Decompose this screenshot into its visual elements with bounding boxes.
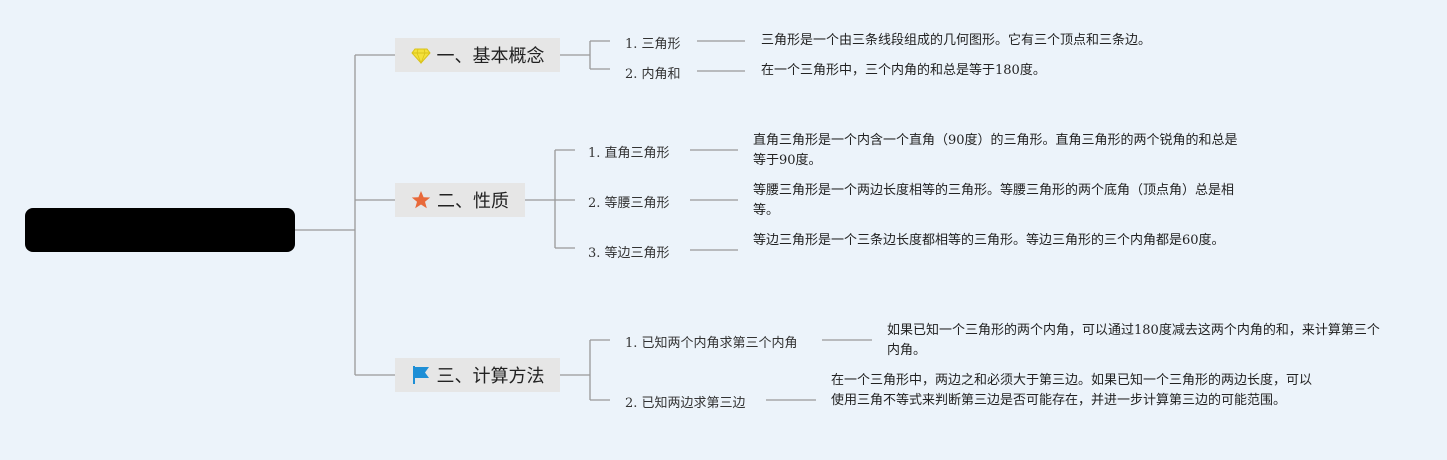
sub-topic-angle-sum[interactable]: 2. 内角和 xyxy=(625,67,681,82)
sub-topic-right-triangle[interactable]: 1. 直角三角形 xyxy=(588,146,670,161)
sub-topic-isosceles-triangle[interactable]: 2. 等腰三角形 xyxy=(588,196,670,211)
root-node[interactable] xyxy=(25,208,295,252)
gem-icon xyxy=(410,45,431,65)
branch-basic-concepts[interactable]: 一、基本概念 xyxy=(395,38,560,72)
desc-right-triangle: 直角三角形是一个内含一个直角（90度）的三角形。直角三角形的两个锐角的和总是等于… xyxy=(753,133,1238,168)
branch-label: 一、基本概念 xyxy=(436,46,545,67)
desc-isosceles-triangle: 等腰三角形是一个两边长度相等的三角形。等腰三角形的两个底角（顶点角）总是相等。 xyxy=(753,183,1235,218)
desc-equilateral-triangle: 等边三角形是一个三条边长度都相等的三角形。等边三角形的三个内角都是60度。 xyxy=(753,233,1225,248)
branch-properties[interactable]: 二、性质 xyxy=(395,183,525,217)
sub-topic-third-angle[interactable]: 1. 已知两个内角求第三个内角 xyxy=(625,336,798,351)
desc-triangle: 三角形是一个由三条线段组成的几何图形。它有三个顶点和三条边。 xyxy=(761,33,1152,48)
sub-topic-third-side[interactable]: 2. 已知两边求第三边 xyxy=(625,396,746,411)
branch-label: 二、性质 xyxy=(437,191,509,212)
desc-third-angle: 如果已知一个三角形的两个内角，可以通过180度减去这两个内角的和，来计算第三个内… xyxy=(887,323,1380,358)
sub-topic-triangle[interactable]: 1. 三角形 xyxy=(625,37,681,52)
branch-label: 三、计算方法 xyxy=(436,366,545,387)
desc-third-side: 在一个三角形中，两边之和必须大于第三边。如果已知一个三角形的两边长度，可以使用三… xyxy=(831,373,1313,408)
star-icon xyxy=(411,190,431,210)
flag-icon xyxy=(411,365,431,385)
sub-topic-equilateral-triangle[interactable]: 3. 等边三角形 xyxy=(588,246,670,261)
desc-angle-sum: 在一个三角形中，三个内角的和总是等于180度。 xyxy=(761,63,1046,78)
branch-calculation-methods[interactable]: 三、计算方法 xyxy=(395,358,560,392)
